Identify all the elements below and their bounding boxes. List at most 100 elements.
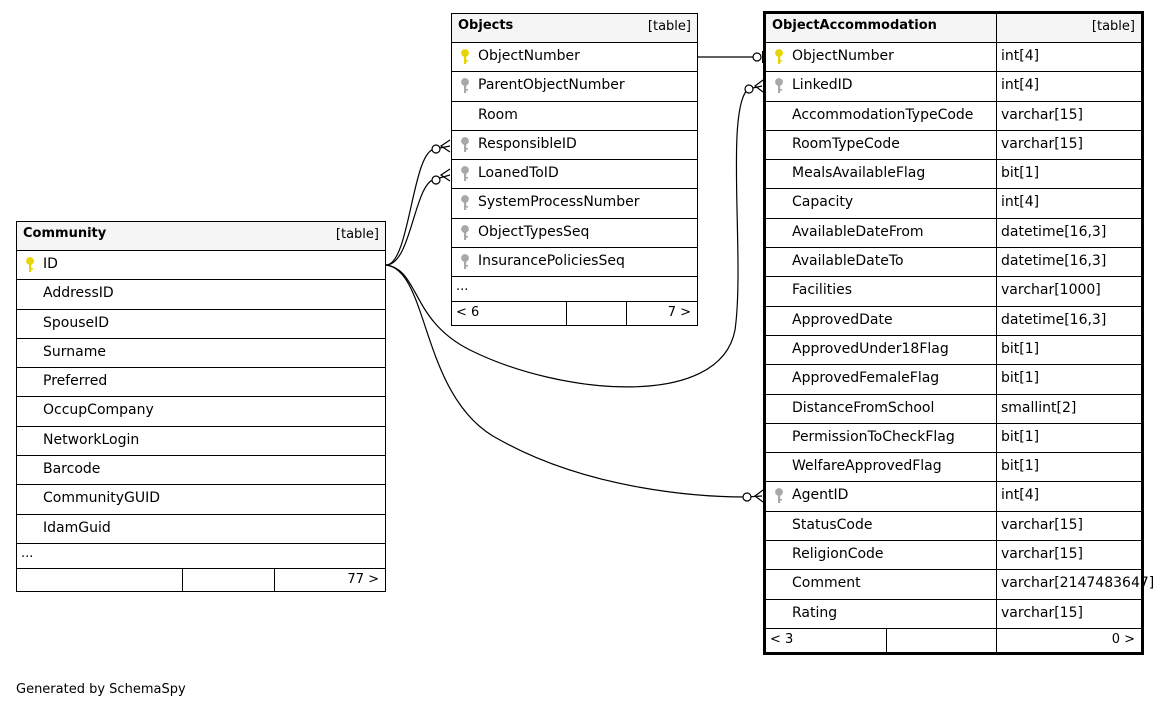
generated-by-text: Generated by SchemaSpy (16, 682, 186, 697)
column-row-objecttypesseq[interactable]: ObjectTypesSeq (452, 219, 697, 249)
column-row-spouseid[interactable]: SpouseID (17, 310, 385, 339)
foreign-key-icon (460, 78, 470, 94)
column-type: bit[1] (1001, 428, 1040, 445)
column-name: ObjectNumber (792, 48, 894, 64)
table-name: Community (23, 226, 107, 241)
column-type: smallint[2] (1001, 399, 1077, 416)
footer-left: < 3 (770, 631, 794, 647)
more-columns: ... (17, 544, 385, 569)
column-row-loanedtoid[interactable]: LoanedToID (452, 160, 697, 190)
table-name: Objects (458, 18, 514, 33)
column-name: Facilities (792, 282, 852, 299)
column-name: ObjectNumber (478, 48, 580, 64)
column-name: SpouseID (43, 314, 110, 331)
foreign-key-icon (460, 195, 470, 211)
column-name: AgentID (792, 487, 849, 504)
column-row-agentid[interactable]: AgentID int[4] (766, 482, 1141, 512)
column-row-responsibleid[interactable]: ResponsibleID (452, 131, 697, 161)
column-row-systemprocessnumber[interactable]: SystemProcessNumber (452, 189, 697, 219)
column-row-insurancepoliciesseq[interactable]: InsurancePoliciesSeq (452, 248, 697, 278)
link-community-to-loanedto (385, 174, 451, 266)
foreign-key-icon (774, 488, 784, 504)
column-row-distancefromschool[interactable]: DistanceFromSchool smallint[2] (766, 395, 1141, 424)
objectaccommodation-table[interactable]: ObjectAccommodation [table] ObjectNumber… (763, 11, 1154, 655)
column-row-permissiontocheckflag[interactable]: PermissionToCheckFlag bit[1] (766, 424, 1141, 454)
column-name: LinkedID (792, 77, 853, 94)
column-type: datetime[16,3] (1001, 253, 1107, 270)
column-name: InsurancePoliciesSeq (478, 253, 625, 270)
column-name: ObjectTypesSeq (478, 223, 590, 240)
column-row-parentobjectnumber[interactable]: ParentObjectNumber (452, 72, 697, 102)
foreign-key-icon (460, 136, 470, 153)
column-type: bit[1] (1001, 340, 1040, 357)
foreign-key-icon (460, 224, 470, 241)
footer-right: 77 > (347, 571, 379, 587)
column-row-barcode[interactable]: Barcode (17, 456, 385, 486)
column-name: Room (478, 106, 518, 123)
column-name: DistanceFromSchool (792, 399, 935, 416)
column-name: PermissionToCheckFlag (792, 428, 955, 445)
column-row-idamguid[interactable]: IdamGuid (17, 515, 385, 544)
column-row-addressid[interactable]: AddressID (17, 280, 385, 310)
primary-key-icon (774, 49, 784, 65)
column-name: ParentObjectNumber (478, 77, 625, 94)
column-row-id[interactable]: ID (17, 251, 385, 281)
table-type: [table] (647, 19, 691, 34)
column-name: WelfareApprovedFlag (792, 458, 942, 475)
column-name: IdamGuid (43, 519, 111, 536)
column-row-preferred[interactable]: Preferred (17, 368, 385, 398)
column-name: LoanedToID (478, 165, 559, 182)
footer-right: 0 > (1111, 631, 1135, 647)
column-row-occupcompany[interactable]: OccupCompany (17, 397, 385, 427)
column-type: int[4] (1001, 194, 1040, 211)
column-type: int[4] (1001, 487, 1040, 504)
primary-key-icon (25, 257, 35, 273)
column-name: ID (43, 256, 58, 272)
column-name: StatusCode (792, 516, 873, 533)
column-name: AvailableDateTo (792, 253, 904, 270)
column-type: datetime[16,3] (1001, 311, 1107, 328)
column-row-surname[interactable]: Surname (17, 339, 385, 369)
column-name: CommunityGUID (43, 490, 161, 507)
column-type: varchar[1000] (1001, 282, 1101, 299)
column-name: AddressID (43, 285, 114, 302)
column-type: datetime[16,3] (1001, 223, 1107, 240)
column-row-communityguid[interactable]: CommunityGUID (17, 485, 385, 515)
column-name: Preferred (43, 373, 108, 390)
column-name: OccupCompany (43, 402, 154, 419)
column-row-objectnumber[interactable]: ObjectNumber (452, 43, 697, 73)
column-row-availabledateto[interactable]: AvailableDateTo datetime[16,3] (766, 248, 1141, 278)
column-row-facilities[interactable]: Facilities varchar[1000] (766, 277, 1141, 307)
column-row-networklogin[interactable]: NetworkLogin (17, 427, 385, 457)
column-name: RoomTypeCode (792, 135, 900, 152)
table-type: [table] (1091, 19, 1135, 34)
column-name: ApprovedFemaleFlag (792, 370, 940, 387)
column-type: bit[1] (1001, 165, 1040, 182)
column-name: NetworkLogin (43, 431, 140, 448)
column-type: varchar[15] (1001, 604, 1083, 621)
column-name: Comment (792, 575, 861, 592)
column-name: Barcode (43, 461, 101, 478)
column-type: int[4] (1001, 77, 1040, 94)
foreign-key-icon (774, 78, 784, 94)
footer-right: 7 > (667, 305, 691, 321)
column-row-room[interactable]: Room (452, 102, 697, 131)
column-row-linkedid[interactable]: LinkedID int[4] (766, 72, 1141, 102)
